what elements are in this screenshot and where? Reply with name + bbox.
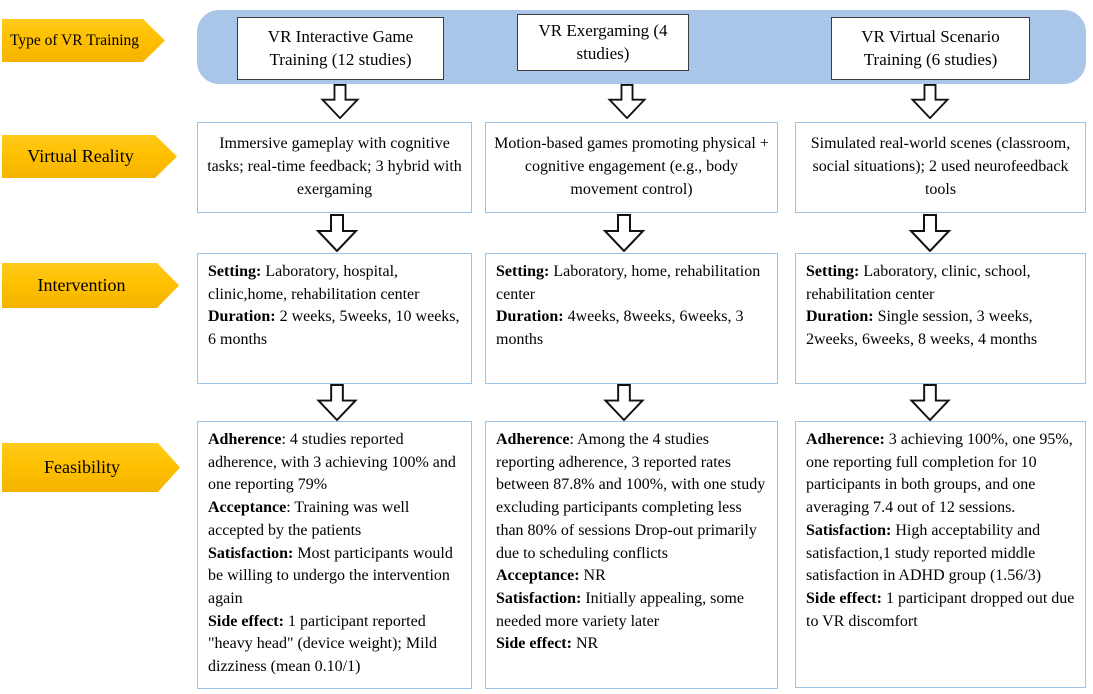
field-label: Setting: [806, 263, 860, 280]
training-type-label: VR Interactive Game Training (12 studies… [267, 26, 414, 69]
feasibility-adherence: Adherence: 3 achieving 100%, one 95%, on… [806, 429, 1076, 520]
down-arrow-icon [605, 84, 649, 119]
training-type-box-virtual-scenario: VR Virtual Scenario Training (6 studies) [831, 17, 1030, 80]
field-text: Laboratory, hospital, clinic,home, rehab… [208, 263, 420, 303]
down-arrow-icon [318, 84, 362, 119]
intervention-setting: Setting: Laboratory, hospital, clinic,ho… [208, 261, 462, 306]
feasibility-satisfaction: Satisfaction: High acceptability and sat… [806, 520, 1076, 588]
intervention-box-virtual-scenario: Setting: Laboratory, clinic, school, reh… [795, 253, 1086, 384]
field-text: 4weeks, 8weeks, 6weeks, 3 months [496, 308, 744, 349]
field-label: Adherence [496, 431, 570, 448]
row-label-type-of-vr-training: Type of VR Training [2, 19, 165, 62]
field-text: Single session, 3 weeks, 2weeks, 6weeks,… [806, 308, 1038, 349]
feasibility-side-effect: Side effect: NR [496, 633, 768, 656]
row-label-text: Intervention [37, 275, 126, 295]
virtual-reality-text: Immersive gameplay with cognitive tasks;… [207, 135, 462, 198]
intervention-duration: Duration: Single session, 3 weeks, 2week… [806, 306, 1076, 351]
down-arrow-icon [602, 214, 646, 252]
row-label-virtual-reality: Virtual Reality [2, 135, 177, 178]
field-text: : Training was well accepted by the pati… [208, 499, 410, 539]
intervention-box-interactive-game: Setting: Laboratory, hospital, clinic,ho… [197, 253, 472, 384]
field-label: Acceptance [208, 499, 287, 517]
down-arrow-icon [315, 384, 359, 421]
row-label-intervention: Intervention [2, 263, 179, 308]
down-arrow-icon [315, 214, 359, 252]
field-text: Laboratory, clinic, school, rehabilitati… [806, 263, 1031, 303]
field-label: Side effect: [496, 635, 572, 653]
field-text: NR [571, 635, 599, 653]
feasibility-box-interactive-game: Adherence: 4 studies reported adherence,… [197, 421, 472, 689]
virtual-reality-text: Simulated real-world scenes (classroom, … [810, 135, 1071, 198]
field-text: High acceptability and satisfaction,1 st… [806, 521, 1042, 585]
intervention-box-exergaming: Setting: Laboratory, home, rehabilitatio… [485, 253, 778, 384]
field-text: Most participants would be willing to un… [208, 544, 453, 608]
training-type-label: VR Virtual Scenario Training (6 studies) [861, 26, 1000, 69]
field-label: Setting: [208, 263, 262, 280]
field-label: Acceptance: [496, 567, 580, 585]
field-text: Initially appealing, some needed more va… [496, 590, 744, 630]
virtual-reality-box-exergaming: Motion-based games promoting physical + … [485, 122, 778, 213]
feasibility-adherence: Adherence: Among the 4 studies reporting… [496, 429, 768, 565]
virtual-reality-box-interactive-game: Immersive gameplay with cognitive tasks;… [197, 122, 472, 213]
field-label: Satisfaction: [806, 521, 892, 539]
feasibility-box-exergaming: Adherence: Among the 4 studies reporting… [485, 421, 778, 689]
intervention-setting: Setting: Laboratory, clinic, school, reh… [806, 261, 1076, 306]
field-label: Adherence: [806, 431, 885, 448]
field-label: Side effect: [806, 590, 882, 608]
feasibility-satisfaction: Satisfaction: Initially appealing, some … [496, 588, 768, 633]
down-arrow-icon [908, 84, 952, 119]
field-text: Laboratory, home, rehabilitation center [496, 263, 761, 303]
down-arrow-icon [908, 214, 952, 252]
field-label: Duration: [208, 308, 276, 326]
field-label: Duration: [496, 308, 564, 326]
virtual-reality-text: Motion-based games promoting physical + … [494, 135, 769, 198]
field-label: Adherence [208, 431, 282, 448]
feasibility-box-virtual-scenario: Adherence: 3 achieving 100%, one 95%, on… [795, 421, 1086, 688]
field-text: 2 weeks, 5weeks, 10 weeks, 6 months [208, 308, 460, 349]
feasibility-adherence: Adherence: 4 studies reported adherence,… [208, 429, 462, 497]
field-text: : 4 studies reported adherence, with 3 a… [208, 431, 456, 494]
feasibility-side-effect: Side effect: 1 participant dropped out d… [806, 588, 1076, 633]
row-label-text: Virtual Reality [27, 146, 134, 166]
field-label: Setting: [496, 263, 550, 280]
field-label: Side effect: [208, 612, 284, 630]
virtual-reality-box-virtual-scenario: Simulated real-world scenes (classroom, … [795, 122, 1086, 213]
intervention-duration: Duration: 2 weeks, 5weeks, 10 weeks, 6 m… [208, 306, 462, 351]
down-arrow-icon [908, 384, 952, 421]
feasibility-satisfaction: Satisfaction: Most participants would be… [208, 543, 462, 611]
intervention-setting: Setting: Laboratory, home, rehabilitatio… [496, 261, 768, 306]
field-label: Satisfaction: [496, 590, 582, 608]
feasibility-acceptance: Acceptance: NR [496, 565, 768, 588]
feasibility-side-effect: Side effect: 1 participant reported "hea… [208, 611, 462, 679]
row-label-feasibility: Feasibility [2, 443, 180, 492]
intervention-duration: Duration: 4weeks, 8weeks, 6weeks, 3 mont… [496, 306, 768, 351]
field-text: NR [579, 567, 606, 585]
field-label: Duration: [806, 308, 874, 326]
training-type-box-exergaming: VR Exergaming (4 studies) [517, 14, 689, 71]
row-label-text: Feasibility [44, 457, 120, 477]
training-type-box-interactive-game: VR Interactive Game Training (12 studies… [237, 17, 444, 80]
feasibility-acceptance: Acceptance: Training was well accepted b… [208, 497, 462, 542]
field-text: 1 participant reported "heavy head" (dev… [208, 612, 437, 676]
row-label-text: Type of VR Training [9, 31, 140, 49]
field-text: 1 participant dropped out due to VR disc… [806, 590, 1075, 630]
field-text: 3 achieving 100%, one 95%, one reporting… [806, 431, 1073, 517]
down-arrow-icon [602, 384, 646, 421]
training-type-label: VR Exergaming (4 studies) [538, 20, 668, 63]
field-text: : Among the 4 studies reporting adherenc… [496, 431, 766, 562]
field-label: Satisfaction: [208, 544, 294, 562]
